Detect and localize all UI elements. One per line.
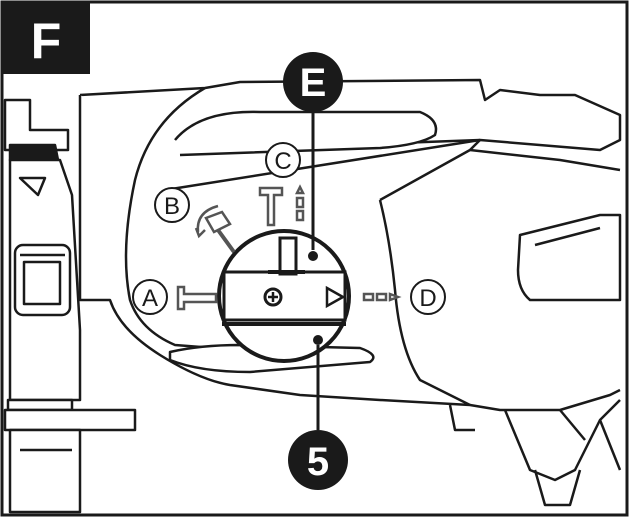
dial-upper-dot [308, 251, 318, 261]
callout-e: E [283, 52, 343, 112]
panel-label: F [2, 2, 90, 74]
hammer-mode-icon [176, 285, 218, 311]
svg-text:F: F [31, 13, 62, 69]
dial-pointer-arrow [325, 285, 346, 309]
marker-d: D [410, 279, 446, 315]
tool-body [78, 78, 622, 507]
drill-mode-icon [362, 292, 402, 302]
svg-text:E: E [300, 61, 327, 105]
svg-text:A: A [142, 285, 158, 312]
svg-text:C: C [274, 148, 291, 175]
marker-b: B [154, 187, 190, 223]
front-housing [3, 98, 137, 514]
svg-text:D: D [419, 285, 436, 312]
mode-selector-dial [217, 229, 351, 363]
marker-c: C [265, 142, 301, 178]
hammer-drill-icon [258, 184, 306, 227]
marker-a: A [132, 279, 168, 315]
svg-text:B: B [164, 193, 180, 220]
dial-notch [278, 236, 298, 276]
dial-lower-dot [313, 335, 323, 345]
callout-5: 5 [288, 430, 348, 490]
chisel-rotate-icon [194, 204, 236, 254]
svg-text:5: 5 [307, 440, 329, 484]
